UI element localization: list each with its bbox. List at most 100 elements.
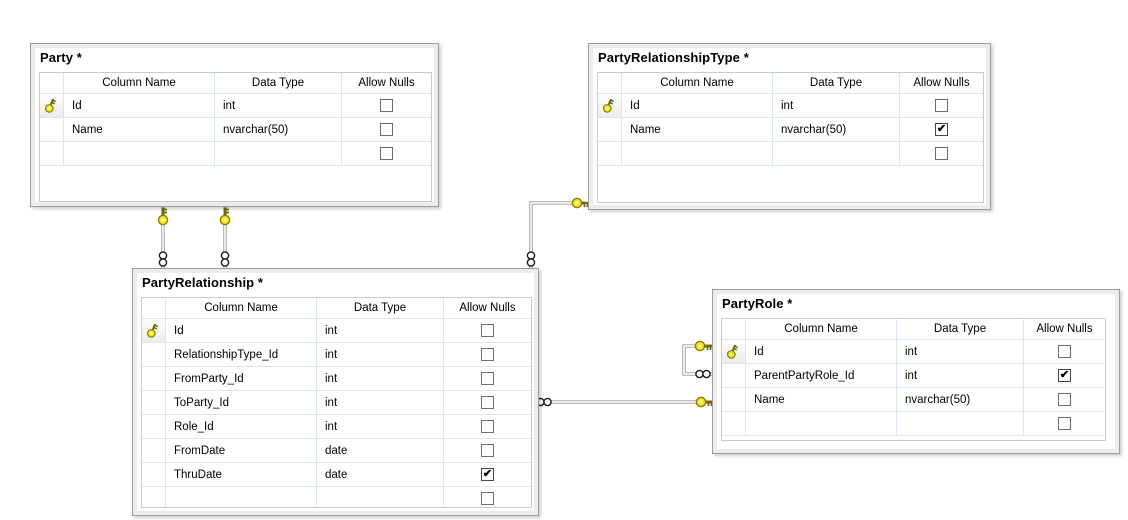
data-type-cell[interactable]: nvarchar(50) xyxy=(773,118,900,141)
table-row[interactable] xyxy=(722,412,1105,436)
column-name-cell[interactable] xyxy=(622,142,773,165)
data-type-cell[interactable]: int xyxy=(773,94,900,117)
grid-header-row: Column Name Data Type Allow Nulls xyxy=(142,298,531,319)
allow-nulls-checkbox[interactable] xyxy=(1058,393,1071,406)
header-selector-cell xyxy=(598,73,622,93)
table-title[interactable]: PartyRelationshipType * xyxy=(598,50,749,65)
data-type-cell[interactable]: nvarchar(50) xyxy=(897,388,1024,411)
data-type-cell[interactable]: int xyxy=(317,319,444,342)
data-type-cell[interactable] xyxy=(897,412,1024,435)
column-name-cell[interactable] xyxy=(746,412,897,435)
connector-party-partyrelationship-1[interactable] xyxy=(157,205,169,268)
connector-party-partyrelationship-2[interactable] xyxy=(219,205,231,268)
data-type-cell[interactable]: nvarchar(50) xyxy=(215,118,342,141)
column-name-cell[interactable]: ToParty_Id xyxy=(166,391,317,414)
allow-nulls-checkbox[interactable] xyxy=(481,348,494,361)
allow-nulls-checkbox[interactable] xyxy=(380,123,393,136)
column-name-cell[interactable]: ParentPartyRole_Id xyxy=(746,364,897,387)
table-window-party[interactable]: Party * Column Name Data Type Allow Null… xyxy=(30,43,439,207)
column-name-cell[interactable]: FromDate xyxy=(166,439,317,462)
data-type-cell[interactable]: date xyxy=(317,439,444,462)
key-icon xyxy=(695,396,715,408)
allow-nulls-checkbox[interactable] xyxy=(1058,417,1071,430)
row-selector-cell xyxy=(722,364,746,387)
column-name-cell[interactable]: Name xyxy=(746,388,897,411)
column-name-cell[interactable] xyxy=(64,142,215,165)
table-title[interactable]: PartyRelationship * xyxy=(142,275,264,290)
column-name-cell[interactable]: Name xyxy=(622,118,773,141)
header-selector-cell xyxy=(40,73,64,93)
row-selector-cell xyxy=(142,439,166,462)
column-name-cell[interactable]: Id xyxy=(746,340,897,363)
primary-key-icon xyxy=(142,319,166,342)
table-window-partyrole[interactable]: PartyRole * Column Name Data Type Allow … xyxy=(712,289,1120,454)
data-type-cell[interactable]: date xyxy=(317,463,444,486)
connector-partyrole-self-reference[interactable] xyxy=(682,340,714,379)
allow-nulls-checkbox[interactable] xyxy=(481,444,494,457)
allow-nulls-checkbox[interactable] xyxy=(935,99,948,112)
row-selector-cell xyxy=(598,118,622,141)
column-name-cell[interactable]: Id xyxy=(622,94,773,117)
header-column-name: Column Name xyxy=(622,73,773,93)
row-selector-cell xyxy=(40,118,64,141)
allow-nulls-checkbox[interactable] xyxy=(481,396,494,409)
column-name-cell[interactable] xyxy=(166,487,317,507)
allow-nulls-checkbox[interactable]: ✔ xyxy=(935,123,948,136)
allow-nulls-checkbox[interactable] xyxy=(935,147,948,160)
table-window-partyrelationshiptype[interactable]: PartyRelationshipType * Column Name Data… xyxy=(588,43,991,210)
column-name-cell[interactable]: Name xyxy=(64,118,215,141)
allow-nulls-checkbox[interactable] xyxy=(481,324,494,337)
column-name-cell[interactable]: ThruDate xyxy=(166,463,317,486)
table-window-partyrelationship[interactable]: PartyRelationship * Column Name Data Typ… xyxy=(132,268,539,516)
allow-nulls-checkbox[interactable] xyxy=(380,147,393,160)
column-name-cell[interactable]: RelationshipType_Id xyxy=(166,343,317,366)
header-allow-nulls: Allow Nulls xyxy=(459,302,516,314)
allow-nulls-checkbox[interactable] xyxy=(1058,345,1071,358)
allow-nulls-cell xyxy=(444,415,531,438)
column-name-cell[interactable]: Id xyxy=(166,319,317,342)
data-type-cell[interactable]: int xyxy=(317,343,444,366)
data-type-cell[interactable]: int xyxy=(317,391,444,414)
allow-nulls-checkbox[interactable] xyxy=(481,372,494,385)
column-name-cell[interactable]: Role_Id xyxy=(166,415,317,438)
data-type-cell[interactable]: int xyxy=(897,364,1024,387)
allow-nulls-checkbox[interactable] xyxy=(481,420,494,433)
allow-nulls-checkbox[interactable] xyxy=(481,492,494,505)
table-row[interactable] xyxy=(40,142,431,166)
table-row[interactable] xyxy=(142,487,531,507)
data-type-cell[interactable] xyxy=(773,142,900,165)
data-type-cell[interactable]: int xyxy=(317,415,444,438)
allow-nulls-checkbox[interactable]: ✔ xyxy=(1058,369,1071,382)
connector-partyrole-partyrelationship[interactable] xyxy=(536,396,715,408)
data-type-cell[interactable] xyxy=(317,487,444,507)
header-allow-nulls: Allow Nulls xyxy=(1036,323,1093,335)
data-type-cell[interactable] xyxy=(215,142,342,165)
connector-partyrelationshiptype-partyrelationship[interactable] xyxy=(526,197,591,268)
data-type-cell[interactable]: int xyxy=(317,367,444,390)
table-row[interactable] xyxy=(598,142,983,166)
table-title[interactable]: PartyRole * xyxy=(722,296,793,311)
allow-nulls-checkbox[interactable] xyxy=(380,99,393,112)
data-type-cell[interactable]: int xyxy=(215,94,342,117)
data-type-cell[interactable]: int xyxy=(897,340,1024,363)
column-name-cell[interactable]: Id xyxy=(64,94,215,117)
allow-nulls-checkbox[interactable]: ✔ xyxy=(481,468,494,481)
table-title[interactable]: Party * xyxy=(40,50,82,65)
infinity-icon xyxy=(220,251,230,267)
column-name-cell[interactable]: FromParty_Id xyxy=(166,367,317,390)
